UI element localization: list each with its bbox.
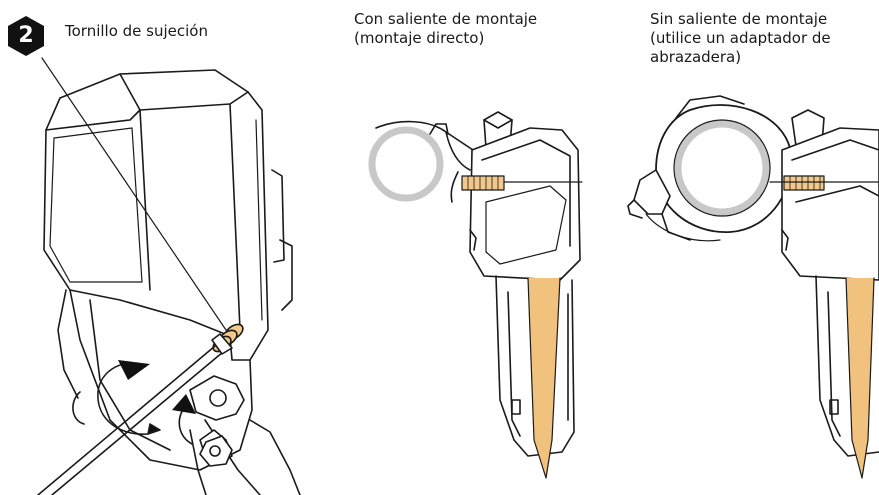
clamp-mount-title: Sin saliente de montaje [650,10,828,28]
step-number-badge: 2 [4,14,48,58]
hexagon-badge-icon [8,16,44,56]
derailleur-closeup [37,57,301,495]
direct-mount-diagram [368,111,583,479]
clamp-mount-diagram [627,95,879,479]
direct-mount-subtitle: (montaje directo) [354,29,485,47]
clamp-mount-screw [783,175,825,191]
clamp-mount-subtitle-2: abrazadera) [650,48,742,66]
direct-mount-screw [461,175,505,191]
step-number: 2 [18,23,34,48]
direct-mount-title: Con saliente de montaje [354,10,538,28]
step-title-label: Tornillo de sujeción [65,22,208,40]
clamp-mount-subtitle: (utilice un adaptador de [650,29,831,47]
